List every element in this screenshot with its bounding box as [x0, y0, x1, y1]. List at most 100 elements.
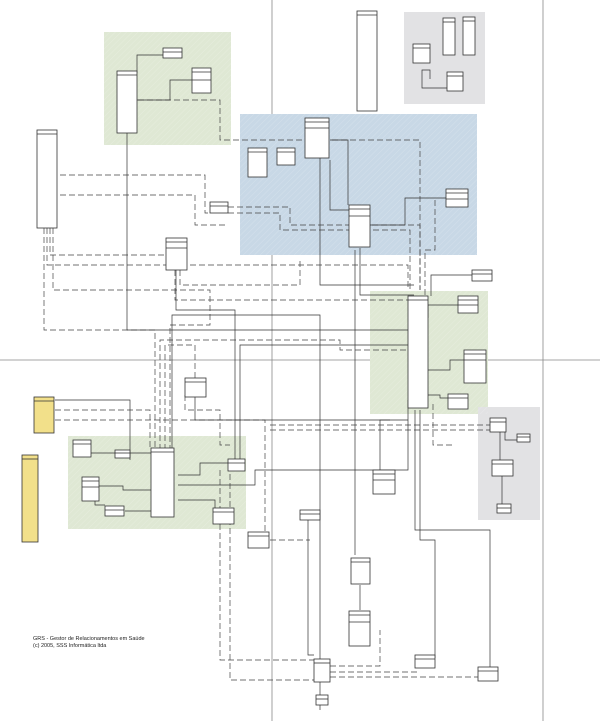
relationship-line	[228, 212, 411, 290]
entity-table[interactable]	[209, 201, 229, 214]
relationship-line	[330, 670, 486, 678]
relationship-line	[184, 395, 230, 446]
relationship-line	[55, 399, 131, 460]
entity-table[interactable]	[446, 71, 464, 92]
entity-table[interactable]	[356, 10, 378, 112]
relationship-line	[430, 274, 472, 296]
relationship-line	[359, 248, 414, 296]
relationship-line	[60, 174, 210, 214]
entity-table[interactable]	[165, 237, 188, 271]
entity-table[interactable]	[191, 67, 212, 94]
relationship-line	[164, 344, 196, 450]
relationship-line	[175, 270, 236, 460]
relationship-line	[219, 470, 318, 661]
entity-table[interactable]	[442, 17, 456, 56]
entity-table[interactable]	[348, 204, 371, 248]
entity-table[interactable]	[276, 147, 296, 166]
relationship-line	[319, 158, 414, 286]
relationship-line	[95, 485, 151, 491]
entity-table[interactable]	[412, 43, 431, 64]
entity-table[interactable]	[489, 417, 507, 433]
entity-table[interactable]	[414, 654, 436, 669]
entity-table[interactable]	[348, 610, 371, 647]
relationship-line	[228, 206, 421, 290]
entity-table[interactable]	[516, 433, 531, 443]
entity-table[interactable]	[477, 666, 499, 682]
entity-table[interactable]	[72, 439, 92, 458]
entity-tables	[36, 10, 531, 706]
relationship-line	[432, 404, 455, 446]
subject-areas	[68, 12, 540, 529]
relationships-solid	[55, 54, 518, 710]
entity-table[interactable]	[116, 70, 138, 134]
relationship-line	[239, 344, 408, 465]
relationship-line	[379, 419, 408, 470]
entity-table[interactable]	[81, 476, 100, 502]
relationship-line	[137, 79, 192, 101]
entity-table[interactable]	[491, 459, 514, 477]
entity-table[interactable]	[463, 349, 487, 384]
entity-table[interactable]	[471, 269, 493, 282]
relationship-line	[49, 228, 166, 256]
relationship-line	[43, 228, 156, 450]
relationship-line	[178, 499, 216, 510]
entity-table-highlighted[interactable]	[33, 396, 55, 434]
entity-table[interactable]	[457, 295, 479, 314]
relationship-line	[159, 339, 408, 450]
entity-table[interactable]	[315, 694, 329, 706]
entity-table[interactable]	[247, 147, 268, 178]
entity-table[interactable]	[114, 449, 131, 459]
entity-table[interactable]	[350, 557, 371, 585]
relationship-line	[136, 54, 163, 73]
relationship-line	[60, 194, 228, 226]
relationship-line	[428, 359, 464, 371]
entity-table[interactable]	[184, 377, 207, 398]
entity-table[interactable]	[247, 531, 270, 549]
entity-table[interactable]	[372, 469, 396, 495]
relationship-line	[307, 520, 314, 656]
relationship-line	[55, 409, 151, 450]
caption-copyright: (c) 2005, SSS Informática ltda	[33, 643, 107, 649]
relationship-line	[428, 394, 448, 399]
entity-table[interactable]	[104, 505, 125, 517]
entity-table[interactable]	[304, 117, 330, 159]
relationship-line	[126, 133, 408, 331]
entity-table[interactable]	[313, 658, 331, 683]
relationship-line	[414, 410, 491, 670]
relationship-line	[138, 99, 421, 290]
entity-table[interactable]	[496, 503, 512, 514]
relationship-line	[179, 258, 301, 286]
relationship-line	[229, 465, 314, 681]
entity-table[interactable]	[227, 458, 246, 472]
entity-table[interactable]	[407, 295, 429, 409]
relationship-line	[178, 462, 228, 476]
relationship-line	[94, 500, 105, 506]
relationship-line	[419, 410, 436, 658]
relationship-line	[46, 228, 409, 290]
entity-table-highlighted[interactable]	[21, 454, 39, 543]
relationship-line	[329, 160, 349, 211]
relationship-line	[421, 69, 447, 89]
entity-table[interactable]	[212, 507, 235, 525]
relationship-line	[424, 200, 436, 295]
entity-table[interactable]	[462, 16, 476, 56]
entity-table[interactable]	[36, 129, 58, 229]
relationship-line	[194, 395, 390, 421]
relationship-line	[370, 197, 446, 226]
caption-title: GRS - Gestor de Relacionamentos em Saúde	[33, 636, 145, 642]
diagram-caption: GRS - Gestor de Relacionamentos em Saúde…	[33, 636, 145, 650]
relationship-line	[178, 400, 409, 486]
relationship-line	[330, 630, 381, 667]
entity-table[interactable]	[299, 509, 321, 521]
relationship-line	[174, 270, 414, 301]
relationship-line	[330, 139, 349, 205]
entity-table[interactable]	[150, 447, 175, 518]
highlighted-entities	[21, 396, 55, 543]
relationship-line	[504, 432, 518, 441]
entity-table[interactable]	[445, 188, 469, 208]
relationship-line	[52, 228, 211, 450]
entity-table[interactable]	[447, 393, 469, 410]
entity-table[interactable]	[162, 47, 183, 59]
